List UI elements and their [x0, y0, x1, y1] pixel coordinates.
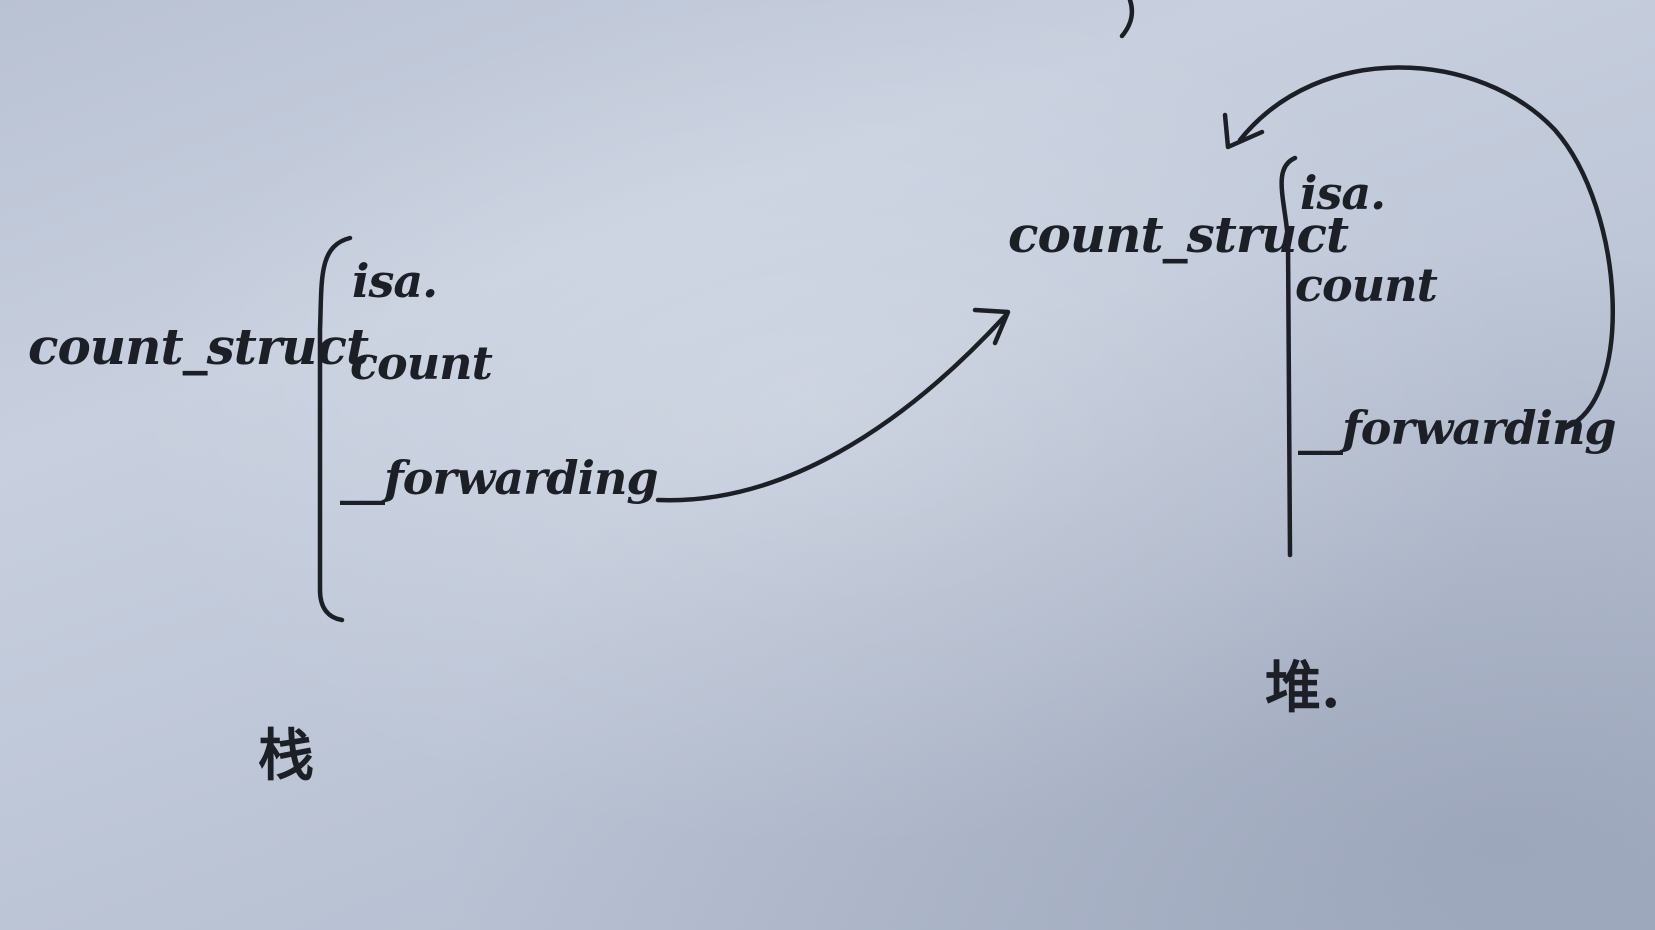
heap-field-isa: isa. — [1300, 166, 1386, 220]
heap-self-loop-arrowhead — [1222, 112, 1265, 150]
stack-struct-name: count_struct — [28, 317, 369, 376]
stack-field-isa: isa. — [352, 254, 438, 308]
heap-field-forwarding: __forwarding — [1298, 401, 1617, 455]
stack-field-forwarding: __forwarding — [340, 451, 659, 505]
heap-label: 堆. — [1265, 655, 1341, 721]
heap-field-count: count — [1295, 258, 1438, 312]
stack-to-heap-arrow — [655, 313, 1008, 503]
stack-brace — [317, 235, 353, 623]
heap-struct-name: count_struct — [1008, 205, 1349, 264]
top-edge-stroke — [1119, 0, 1135, 39]
stack-field-count: count — [350, 336, 493, 390]
stack-to-heap-arrowhead — [972, 307, 1011, 346]
stack-label: 栈 — [258, 723, 314, 789]
